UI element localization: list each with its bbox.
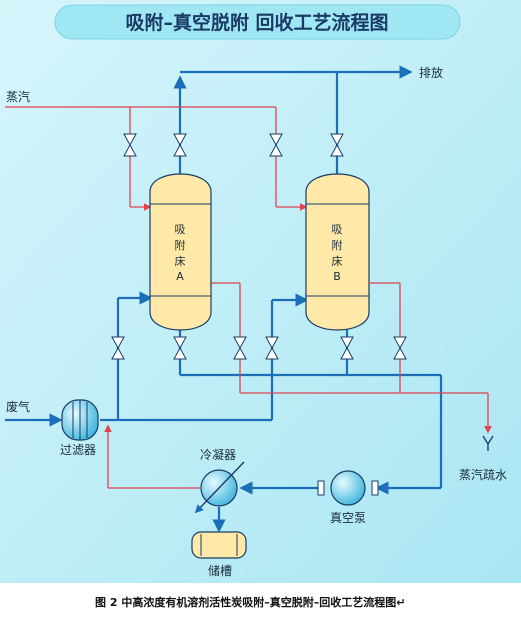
vent-label: 排放: [419, 65, 443, 80]
adsorber-b-label-1: 吸: [332, 223, 343, 236]
valve-icon[interactable]: [269, 133, 283, 157]
waste-gas-label: 废气: [6, 399, 30, 414]
valve-icon[interactable]: [233, 336, 247, 360]
tank-icon[interactable]: [191, 531, 247, 559]
valve-icon[interactable]: [111, 336, 125, 360]
adsorber-a-label-1: 吸: [175, 223, 186, 236]
steam-lines: [5, 106, 492, 489]
valve-icon[interactable]: [173, 336, 187, 360]
filter-icon[interactable]: [61, 399, 99, 441]
adsorber-a: 吸 附 床 A: [149, 173, 212, 331]
adsorber-b-label-3: 床: [332, 254, 343, 268]
adsorber-b-label-2: 附: [332, 238, 343, 252]
valve-icon[interactable]: [393, 336, 407, 360]
valve-icon[interactable]: [173, 133, 187, 157]
condenser-label: 冷凝器: [200, 447, 236, 462]
storage-tank-label: 储槽: [208, 563, 232, 578]
valve-icon[interactable]: [265, 336, 279, 360]
drain-icon: [482, 435, 494, 451]
valves: [111, 133, 407, 360]
valve-icon[interactable]: [340, 336, 354, 360]
adsorber-a-label-3: 床: [175, 254, 186, 268]
diagram-background: [0, 0, 521, 583]
figure-caption: 图 2 中高浓度有机溶剂活性炭吸附–真空脱附–回收工艺流程图↵: [95, 595, 406, 609]
title-banner: [54, 4, 461, 40]
steam-drain-label: 蒸汽疏水: [459, 467, 507, 482]
steam-label: 蒸汽: [6, 89, 30, 104]
condenser-icon[interactable]: [194, 461, 245, 514]
page-title: 吸附–真空脱附 回收工艺流程图: [125, 11, 388, 34]
adsorber-a-label-4: A: [176, 270, 184, 283]
adsorber-a-label-2: 附: [175, 238, 186, 252]
vacuum-pump-label: 真空泵: [330, 511, 366, 525]
adsorber-b-label-4: B: [333, 270, 341, 283]
adsorber-b: 吸 附 床 B: [305, 173, 370, 331]
valve-icon[interactable]: [330, 133, 344, 157]
filter-label: 过滤器: [60, 443, 96, 457]
valve-icon[interactable]: [123, 133, 137, 157]
pump-icon[interactable]: [317, 470, 379, 506]
